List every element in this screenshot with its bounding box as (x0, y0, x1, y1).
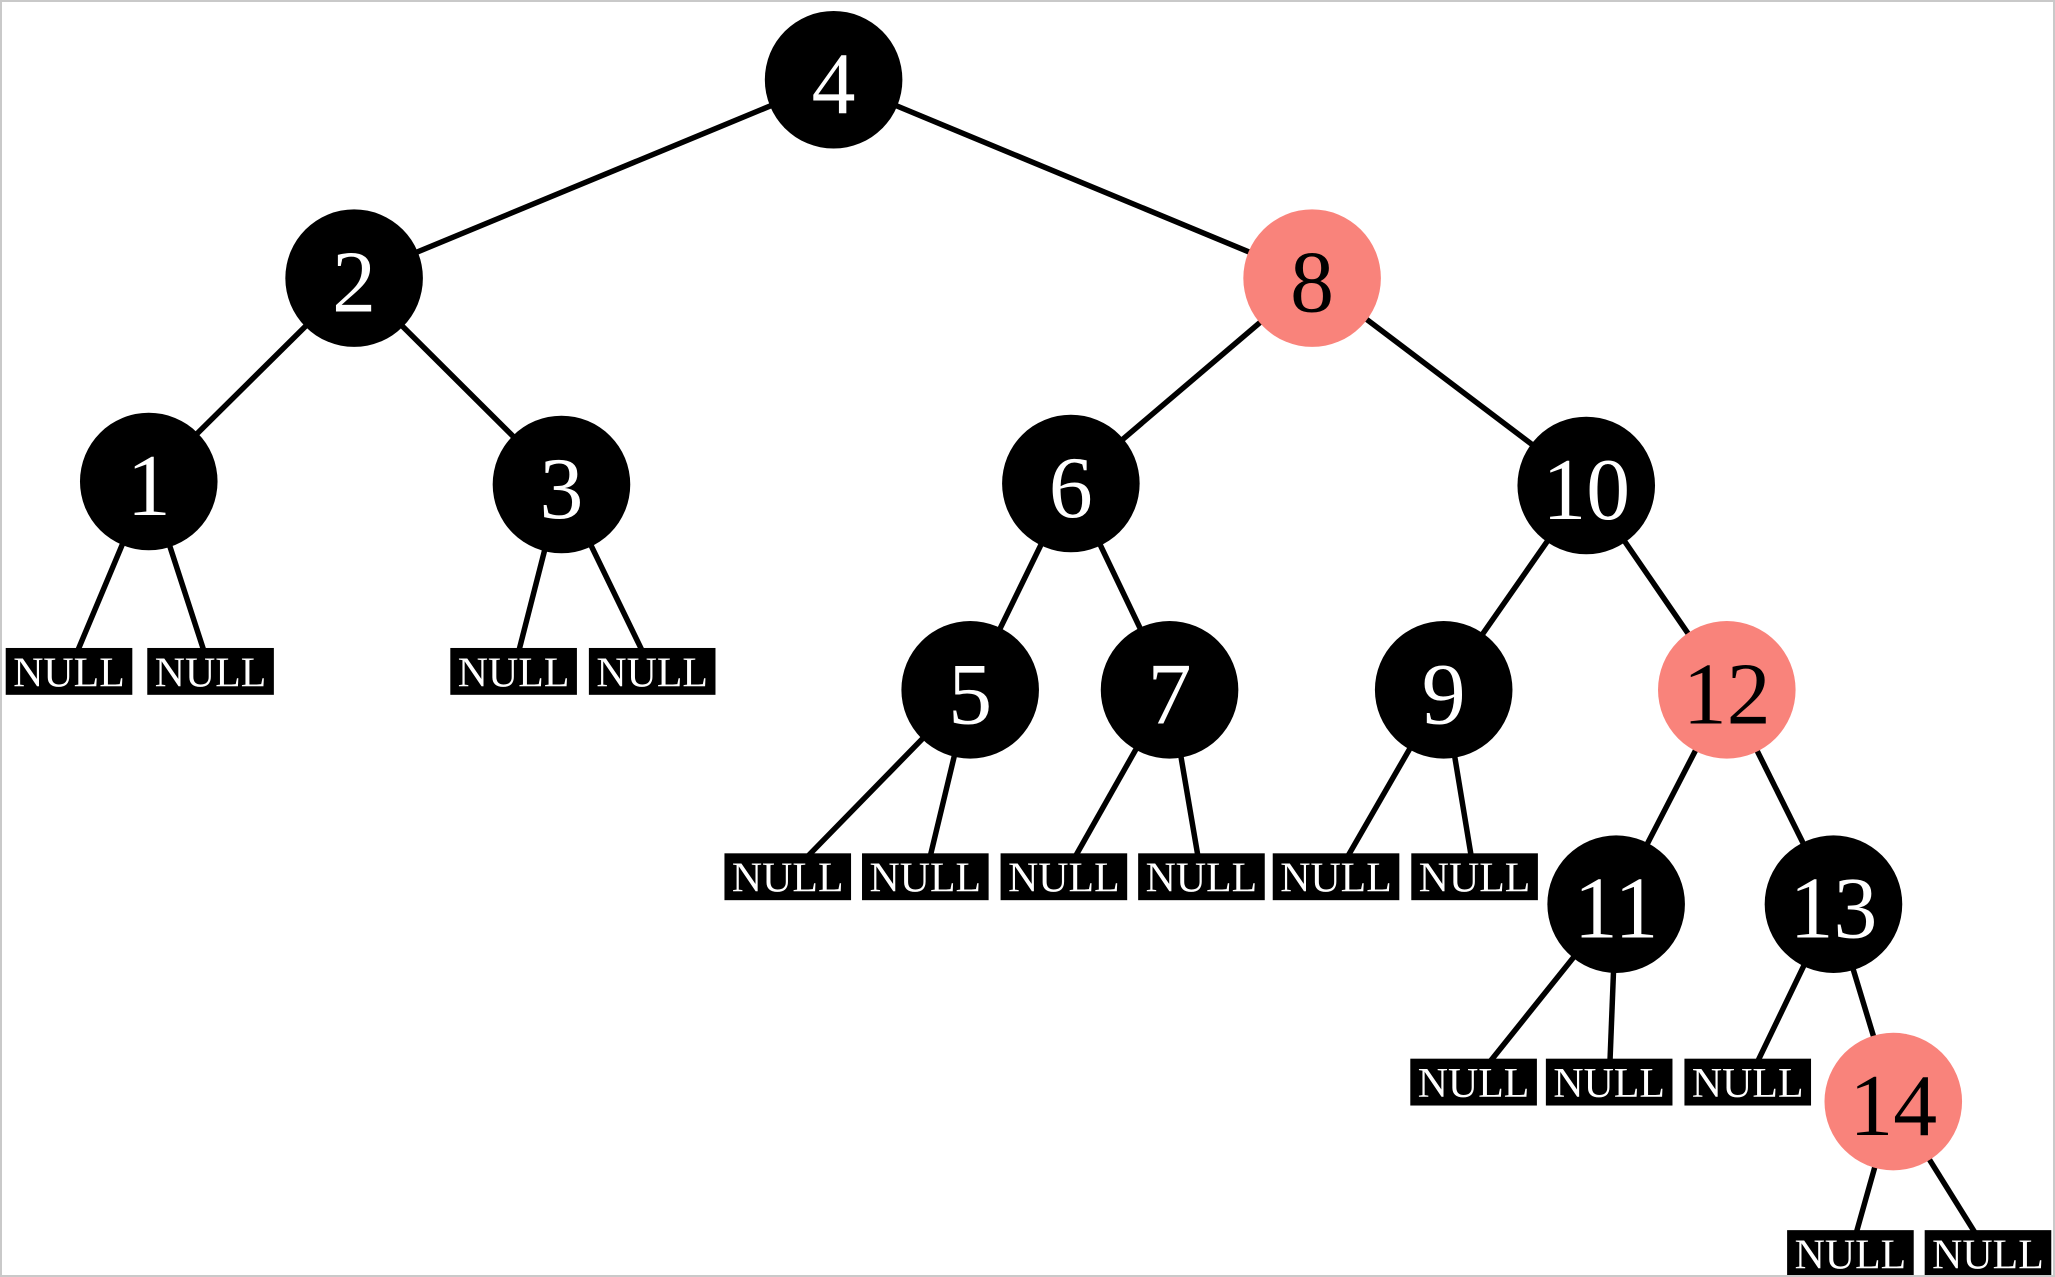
null-box-n4 (588, 647, 716, 695)
tree-node-12 (1658, 621, 1796, 759)
tree-node-label-13: 13 (1790, 860, 1878, 957)
tree-node-label-6: 6 (1049, 439, 1093, 536)
null-box-n13 (1684, 1058, 1812, 1106)
null-box-n12 (1545, 1058, 1673, 1106)
null-box-label-n12: NULL (1553, 1061, 1665, 1107)
tree-node-label-4: 4 (812, 35, 856, 132)
tree-node-9 (1374, 621, 1513, 759)
tree-node-label-3: 3 (540, 440, 584, 537)
null-box-n10 (1411, 853, 1538, 901)
tree-node-label-11: 11 (1574, 860, 1658, 957)
tree-node-label-10: 10 (1542, 441, 1630, 538)
null-box-n7 (1000, 853, 1128, 901)
tree-node-label-9: 9 (1422, 645, 1466, 742)
tree-node-7 (1100, 621, 1239, 759)
tree-node-label-12: 12 (1683, 645, 1771, 742)
tree-node-1 (79, 412, 218, 551)
tree-node-6 (1002, 414, 1140, 553)
null-box-label-n11: NULL (1418, 1061, 1530, 1107)
edge-4-2 (353, 77, 835, 281)
null-box-n15 (1924, 1230, 2052, 1275)
tree-node-3 (492, 415, 631, 554)
null-box-label-n13: NULL (1692, 1061, 1804, 1107)
null-box-label-n9: NULL (1280, 856, 1392, 902)
tree-node-13 (1764, 835, 1903, 973)
null-box-n8 (1138, 853, 1265, 901)
null-box-label-n5: NULL (732, 856, 844, 902)
null-box-label-n3: NULL (458, 650, 570, 696)
null-box-n1 (5, 647, 133, 695)
null-box-n9 (1272, 853, 1400, 901)
tree-node-2 (285, 209, 423, 347)
tree-node-4 (764, 10, 903, 149)
null-box-label-n6: NULL (870, 856, 982, 902)
null-box-label-n4: NULL (596, 650, 708, 696)
tree-node-5 (901, 621, 1039, 759)
tree-node-14 (1824, 1032, 1963, 1171)
null-boxes-layer: NULL NULL NULL NULL NULL NULL NULL NULL NULL NULL… (5, 647, 2052, 1275)
null-box-label-n10: NULL (1419, 856, 1531, 902)
tree-node-label-2: 2 (332, 234, 376, 331)
tree-node-10 (1517, 416, 1656, 555)
null-box-label-n1: NULL (13, 650, 125, 696)
null-box-n14 (1787, 1230, 1914, 1275)
tree-node-label-7: 7 (1148, 645, 1192, 742)
null-box-n11 (1410, 1058, 1537, 1106)
null-box-label-n14: NULL (1795, 1233, 1907, 1275)
null-box-label-n15: NULL (1932, 1233, 2044, 1275)
null-box-n3 (450, 647, 577, 695)
null-box-n5 (724, 853, 852, 901)
tree-node-8 (1243, 209, 1381, 347)
tree-node-label-8: 8 (1290, 234, 1334, 331)
tree-node-11 (1547, 835, 1685, 973)
null-box-n6 (862, 853, 989, 901)
null-box-n2 (147, 647, 274, 695)
tree-node-label-1: 1 (127, 437, 171, 534)
null-box-label-n8: NULL (1146, 856, 1258, 902)
edge-4-8 (832, 77, 1314, 281)
null-box-label-n7: NULL (1008, 856, 1120, 902)
tree-node-label-5: 5 (948, 645, 992, 742)
null-box-label-n2: NULL (155, 650, 267, 696)
tree-node-label-14: 14 (1849, 1057, 1937, 1154)
